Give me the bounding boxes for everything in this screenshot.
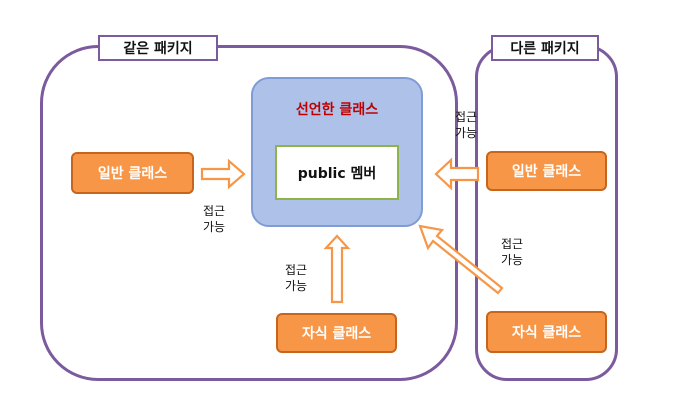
public-member-box: public 멤버 bbox=[275, 145, 399, 200]
access-label-same-child: 접근 가능 bbox=[284, 263, 308, 293]
access-label-other-child: 접근 가능 bbox=[500, 237, 524, 267]
arrow-same-sub bbox=[323, 234, 351, 304]
arrow-same-general bbox=[200, 158, 246, 190]
access-label-other-general: 접근 가능 bbox=[454, 110, 478, 140]
same-package-child-class: 자식 클래스 bbox=[276, 313, 397, 353]
arrow-other-general bbox=[434, 157, 480, 191]
declared-class-title: 선언한 클래스 bbox=[295, 102, 379, 118]
arrow-other-sub bbox=[418, 224, 504, 295]
access-label-same-general: 접근 가능 bbox=[202, 204, 226, 234]
other-package-child-class: 자식 클래스 bbox=[486, 311, 607, 353]
same-package-general-class: 일반 클래스 bbox=[71, 152, 194, 194]
same-package-label: 같은 패키지 bbox=[98, 35, 218, 61]
other-package-general-class: 일반 클래스 bbox=[486, 151, 607, 191]
other-package-label: 다른 패키지 bbox=[491, 35, 599, 61]
